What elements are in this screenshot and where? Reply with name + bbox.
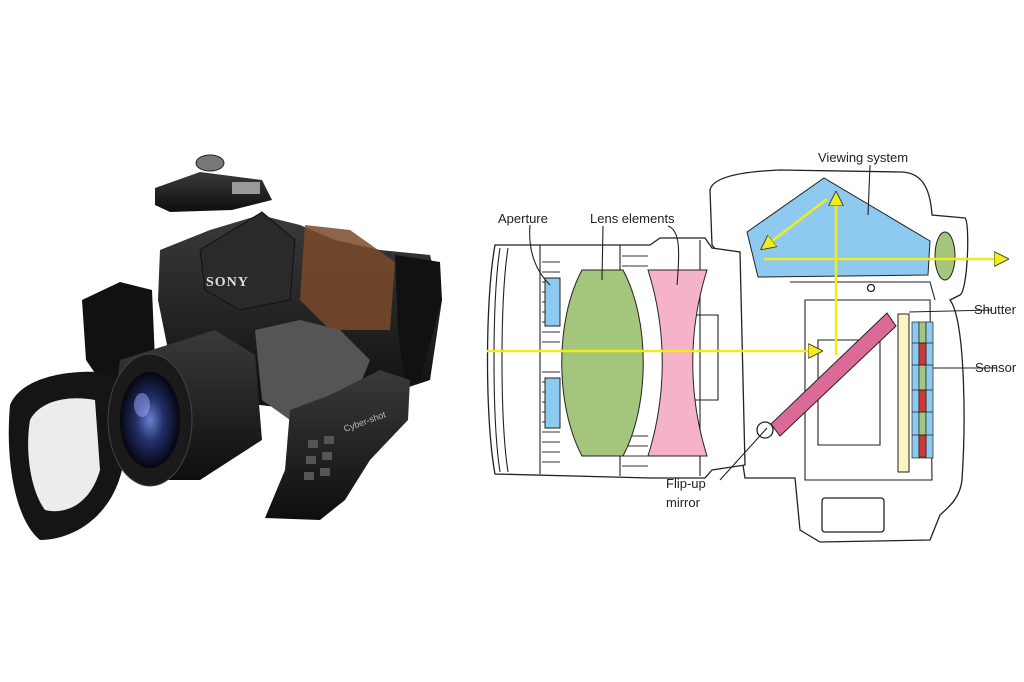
brand-logo: SONY [206, 275, 249, 290]
exploded-camera-photo: SONY Cyber-shot [8, 154, 442, 540]
label-aperture: Aperture [498, 211, 548, 226]
label-mirror: mirror [666, 495, 701, 510]
shutter [897, 313, 910, 473]
grip-panel: Cyber-shot [265, 370, 410, 520]
concave-lens-element [647, 269, 708, 457]
sensor [911, 321, 934, 459]
aperture-blade-bottom [544, 377, 561, 429]
lens-hood [8, 371, 130, 540]
convex-lens-element [561, 269, 644, 457]
camera-cross-section-diagram: Viewing system Aperture Lens elements Sh… [486, 150, 1017, 543]
light-path-arrow-prism [763, 198, 828, 248]
leader-lines [529, 164, 996, 481]
light-path [487, 194, 1006, 355]
label-shutter: Shutter [974, 302, 1017, 317]
label-viewing-system: Viewing system [818, 150, 908, 165]
flip-up-mirror [770, 312, 897, 437]
eyepiece-lens [934, 231, 956, 281]
label-lens-elements: Lens elements [590, 211, 675, 226]
aperture-blade-top [544, 277, 561, 327]
label-flip-up: Flip-up [666, 476, 706, 491]
label-sensor: Sensor [975, 360, 1017, 375]
top-dial-assembly [155, 154, 272, 212]
lens [107, 330, 262, 487]
